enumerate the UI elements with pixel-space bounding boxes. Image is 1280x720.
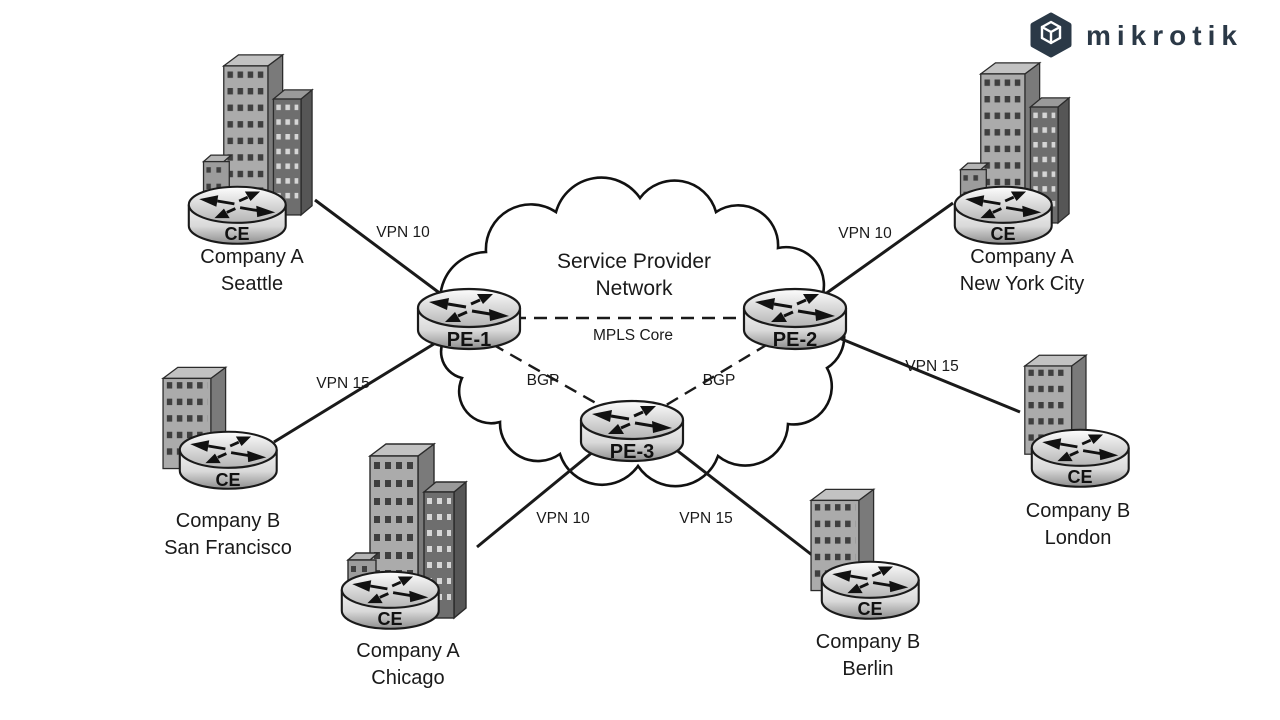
- city-label: Chicago: [371, 667, 444, 689]
- vpn-label-new-york: VPN 10: [838, 225, 892, 242]
- site-caption-seattle: Company A Seattle: [200, 246, 304, 295]
- pe3-label: PE-3: [610, 441, 654, 463]
- pe-router-1: PE-1: [416, 287, 522, 351]
- vpn-label-berlin: VPN 15: [679, 510, 732, 527]
- vpn-label-seattle: VPN 10: [376, 224, 430, 241]
- link-london-pe2: [821, 329, 1021, 414]
- ce-router-san-francisco: CE: [178, 430, 279, 491]
- ce-router-seattle: CE: [187, 185, 288, 246]
- bgp-label-right: BGP: [703, 372, 736, 389]
- mikrotik-box-glyph: [1040, 20, 1062, 45]
- company-label: Company B: [176, 510, 281, 532]
- ce-label: CE: [215, 470, 240, 490]
- city-label: London: [1045, 527, 1112, 549]
- mpls-core-label: MPLS Core: [593, 327, 673, 344]
- cloud-title-line2: Network: [595, 277, 673, 300]
- ce-label: CE: [1067, 467, 1092, 487]
- site-caption-san-francisco: Company B San Francisco: [164, 510, 292, 559]
- ce-router-berlin: CE: [820, 560, 921, 621]
- city-label: Berlin: [842, 658, 893, 680]
- company-label: Company A: [970, 246, 1074, 268]
- link-pe1-pe3-bgp: [491, 342, 609, 412]
- ce-label: CE: [990, 224, 1015, 244]
- pe2-label: PE-2: [773, 329, 817, 351]
- ce-label: CE: [377, 609, 402, 629]
- city-label: San Francisco: [164, 537, 292, 559]
- cloud-title-line1: Service Provider: [557, 250, 711, 273]
- city-label: Seattle: [221, 273, 283, 295]
- city-label: New York City: [960, 273, 1085, 295]
- service-provider-cloud: [439, 176, 846, 488]
- link-pe2-pe3-bgp: [657, 342, 769, 412]
- bgp-label-left: BGP: [527, 372, 560, 389]
- site-caption-new-york: Company A New York City: [960, 246, 1085, 295]
- ce-router-chicago: CE: [340, 570, 441, 631]
- vpn-label-london: VPN 15: [905, 358, 958, 375]
- ce-router-new-york: CE: [953, 185, 1054, 246]
- site-caption-london: Company B London: [1026, 500, 1131, 549]
- pe-router-3: PE-3: [579, 399, 685, 463]
- vpn-label-chicago: VPN 10: [536, 510, 590, 527]
- mikrotik-wordmark: mikrotik: [1086, 20, 1243, 51]
- vpn-label-san-francisco: VPN 15: [316, 375, 369, 392]
- link-sanfrancisco-pe1: [273, 329, 456, 444]
- company-label: Company A: [200, 246, 304, 268]
- site-caption-chicago: Company A Chicago: [356, 640, 460, 689]
- ce-router-london: CE: [1030, 428, 1131, 489]
- mikrotik-logo: mikrotik: [1030, 12, 1243, 58]
- ce-label: CE: [224, 224, 249, 244]
- company-label: Company B: [816, 631, 921, 653]
- ce-label: CE: [857, 599, 882, 619]
- company-label: Company B: [1026, 500, 1131, 522]
- company-label: Company A: [356, 640, 460, 662]
- pe-router-2: PE-2: [742, 287, 848, 351]
- site-caption-berlin: Company B Berlin: [816, 631, 921, 680]
- pe1-label: PE-1: [447, 329, 491, 351]
